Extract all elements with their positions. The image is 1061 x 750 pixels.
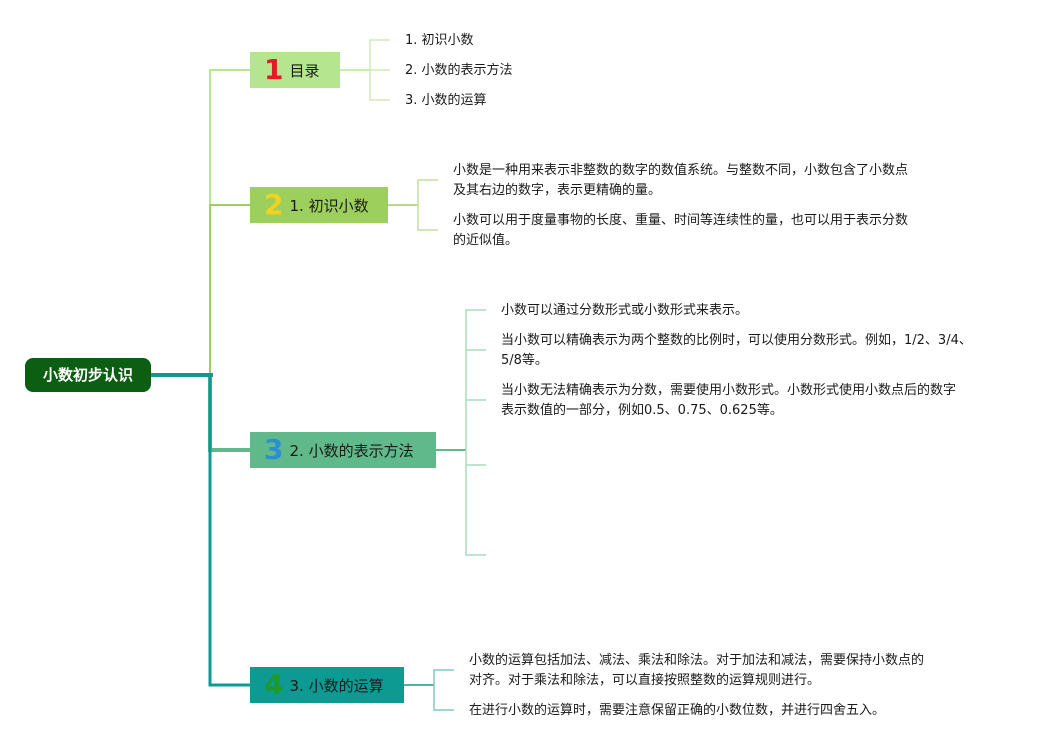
note-line: 及其右边的数字，表示更精确的量。 bbox=[453, 183, 662, 198]
number-badge-3: 3 bbox=[264, 433, 284, 466]
note-text[interactable]: 小数是一种用来表示非整数的数字的数值系统。与整数不同，小数包含了小数点 及其右边… bbox=[453, 161, 908, 201]
topic-label: 目录 bbox=[289, 61, 320, 80]
topic-node-representation[interactable]: 3 2. 小数的表示方法 bbox=[250, 432, 436, 468]
note-line: 对齐。对于乘法和除法，可以直接按照整数的运算规则进行。 bbox=[469, 673, 821, 688]
note-line: 小数的运算包括加法、减法、乘法和除法。对于加法和减法，需要保持小数点的 bbox=[469, 653, 925, 668]
toc-item[interactable]: 2. 小数的表示方法 bbox=[405, 63, 513, 78]
topic-label: 2. 小数的表示方法 bbox=[289, 441, 414, 460]
note-text[interactable]: 小数可以用于度量事物的长度、重量、时间等连续性的量，也可以用于表示分数 的近似值… bbox=[453, 211, 908, 251]
toc-item[interactable]: 3. 小数的运算 bbox=[405, 93, 487, 108]
note-line: 小数可以用于度量事物的长度、重量、时间等连续性的量，也可以用于表示分数 bbox=[453, 213, 909, 228]
root-label: 小数初步认识 bbox=[42, 366, 133, 384]
topic-label: 3. 小数的运算 bbox=[289, 676, 384, 695]
number-badge-2: 2 bbox=[264, 188, 284, 221]
toc-item[interactable]: 1. 初识小数 bbox=[405, 33, 474, 48]
note-text[interactable]: 在进行小数的运算时，需要注意保留正确的小数位数，并进行四舍五入。 bbox=[469, 701, 885, 721]
number-badge-1: 1 bbox=[264, 53, 284, 86]
note-line: 在进行小数的运算时，需要注意保留正确的小数位数，并进行四舍五入。 bbox=[469, 703, 886, 718]
note-line: 小数是一种用来表示非整数的数字的数值系统。与整数不同，小数包含了小数点 bbox=[453, 163, 909, 178]
note-line: 表示数值的一部分，例如0.5、0.75、0.625等。 bbox=[501, 403, 783, 418]
topic-node-intro[interactable]: 2 1. 初识小数 bbox=[250, 187, 388, 223]
note-line: 当小数无法精确表示为分数，需要使用小数形式。小数形式使用小数点后的数字 bbox=[501, 383, 957, 398]
note-text[interactable]: 当小数无法精确表示为分数，需要使用小数形式。小数形式使用小数点后的数字 表示数值… bbox=[501, 381, 956, 421]
note-text[interactable]: 当小数可以精确表示为两个整数的比例时，可以使用分数形式。例如，1/2、3/4、 … bbox=[501, 331, 972, 371]
note-line: 的近似值。 bbox=[453, 233, 519, 248]
number-badge-4: 4 bbox=[264, 668, 284, 701]
note-line: 当小数可以精确表示为两个整数的比例时，可以使用分数形式。例如，1/2、3/4、 bbox=[501, 333, 972, 348]
note-line: 小数可以通过分数形式或小数形式来表示。 bbox=[501, 303, 749, 318]
root-node[interactable]: 小数初步认识 bbox=[25, 358, 151, 392]
topic-label: 1. 初识小数 bbox=[289, 196, 369, 215]
note-text[interactable]: 小数可以通过分数形式或小数形式来表示。 bbox=[501, 301, 748, 321]
topic-node-operations[interactable]: 4 3. 小数的运算 bbox=[250, 667, 404, 703]
note-text[interactable]: 小数的运算包括加法、减法、乘法和除法。对于加法和减法，需要保持小数点的 对齐。对… bbox=[469, 651, 924, 691]
note-line: 5/8等。 bbox=[501, 353, 548, 368]
topic-node-toc[interactable]: 1 目录 bbox=[250, 52, 340, 88]
